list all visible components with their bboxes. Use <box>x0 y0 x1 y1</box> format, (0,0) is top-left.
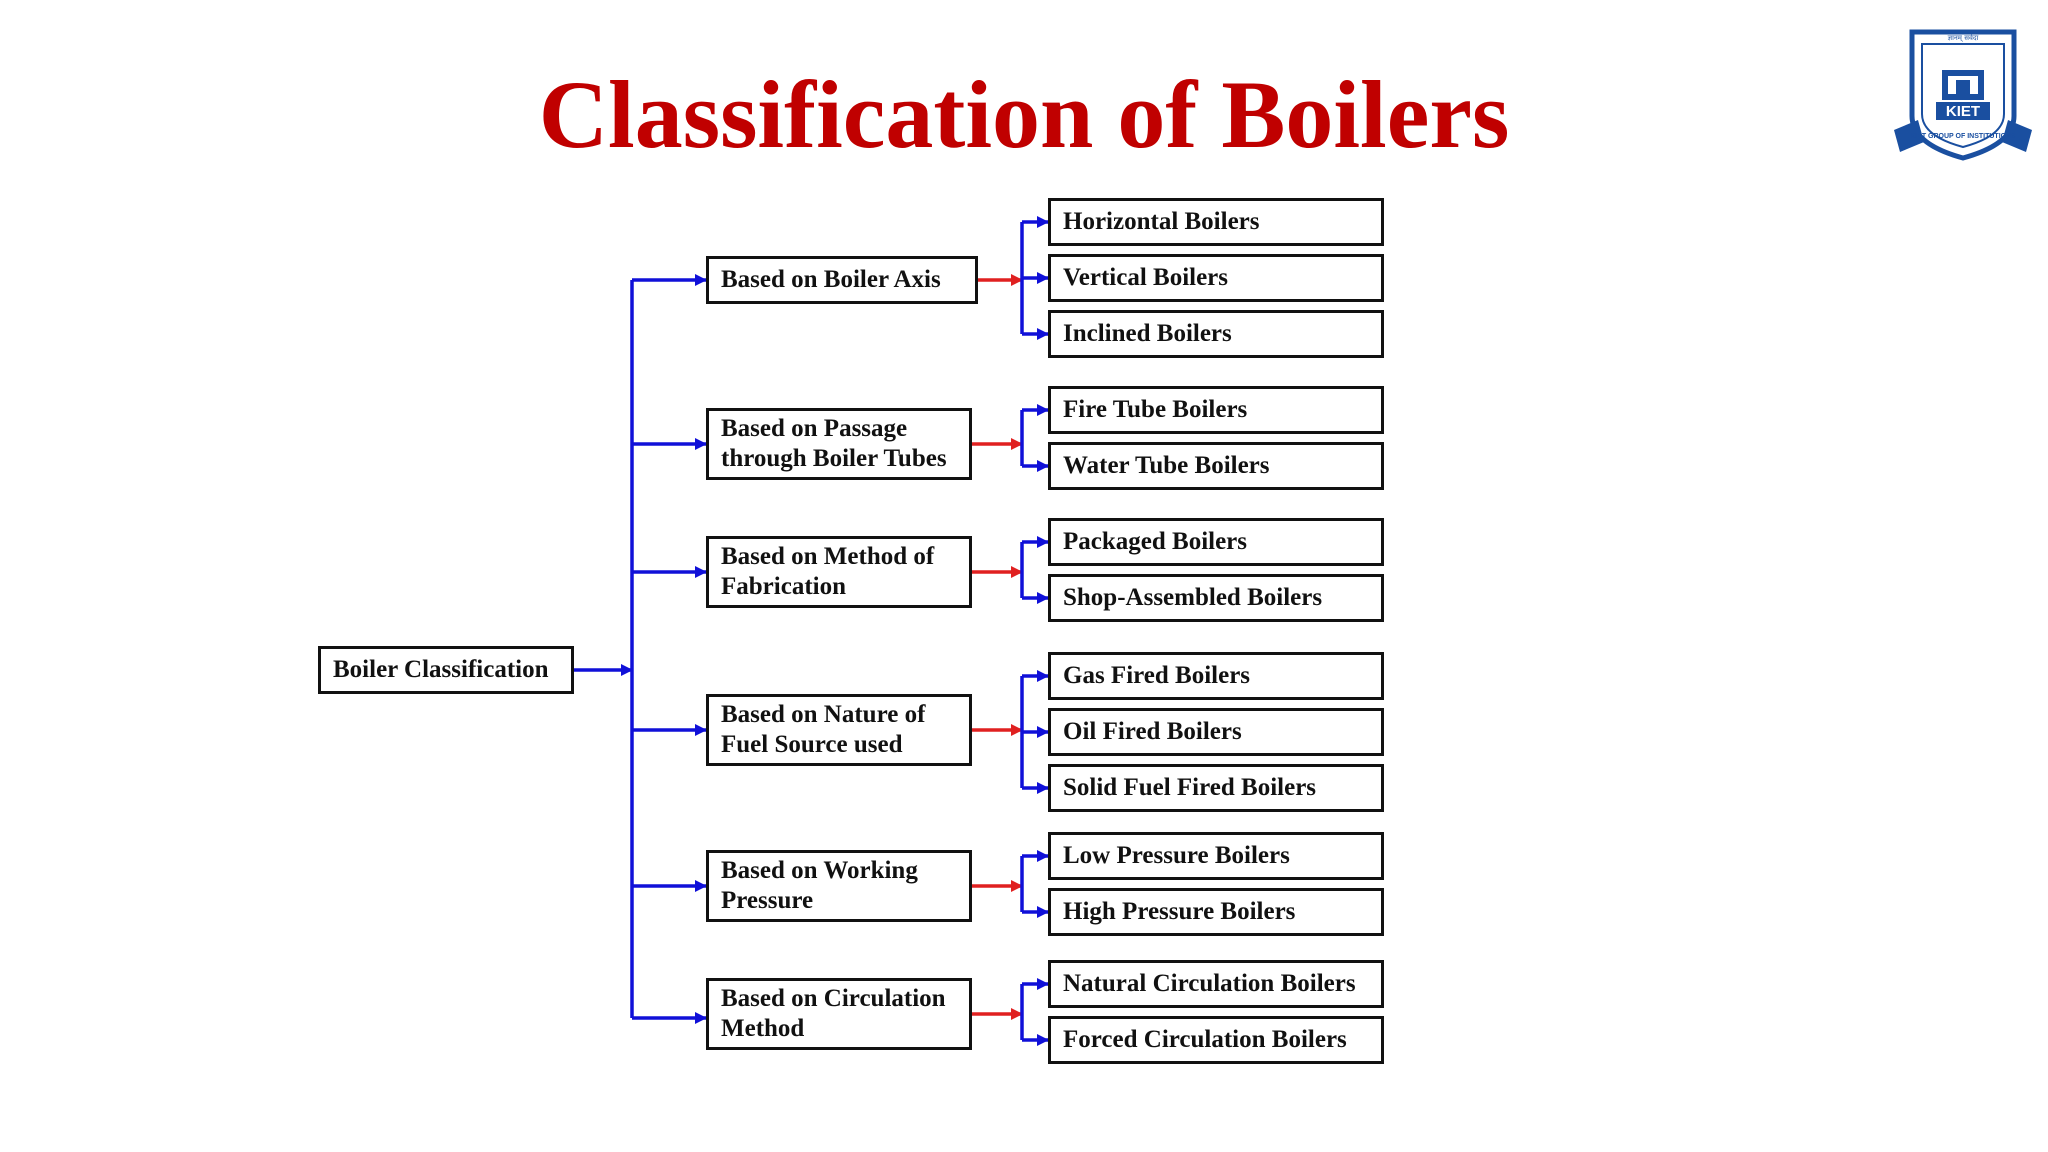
leaf-forced-circulation-boilers: Forced Circulation Boilers <box>1048 1016 1384 1064</box>
leaf-label: Packaged Boilers <box>1063 528 1248 555</box>
category-label: Based on Nature of Fuel Source used <box>721 701 926 758</box>
leaf-high-pressure-boilers: High Pressure Boilers <box>1048 888 1384 936</box>
category-passage: Based on Passage through Boiler Tubes <box>706 408 972 480</box>
category-fuel-source: Based on Nature of Fuel Source used <box>706 694 972 766</box>
leaf-low-pressure-boilers: Low Pressure Boilers <box>1048 832 1384 880</box>
leaf-gas-fired-boilers: Gas Fired Boilers <box>1048 652 1384 700</box>
leaf-label: Gas Fired Boilers <box>1063 662 1251 689</box>
category-circulation: Based on Circulation Method <box>706 978 972 1050</box>
leaf-label: Shop-Assembled Boilers <box>1063 584 1323 611</box>
leaf-label: Solid Fuel Fired Boilers <box>1063 774 1317 801</box>
category-label: Based on Method of Fabrication <box>721 543 935 600</box>
logo-text: KIET <box>1946 103 1980 120</box>
page-title: Classification of Boilers <box>538 61 1510 168</box>
leaf-fire-tube-boilers: Fire Tube Boilers <box>1048 386 1384 434</box>
leaf-label: Natural Circulation Boilers <box>1063 970 1356 997</box>
category-working-pressure: Based on Working Pressure <box>706 850 972 922</box>
leaf-label: High Pressure Boilers <box>1063 898 1296 925</box>
category-label: Based on Working Pressure <box>721 857 918 914</box>
kiet-crest-icon: KIET KIET GROUP OF INSTITUTIONS ज्ञानम् … <box>1890 26 2036 166</box>
leaf-label: Fire Tube Boilers <box>1063 396 1248 423</box>
leaf-shop-assembled-boilers: Shop-Assembled Boilers <box>1048 574 1384 622</box>
leaf-label: Water Tube Boilers <box>1063 452 1270 479</box>
leaf-label: Oil Fired Boilers <box>1063 718 1242 745</box>
logo-ring-text: KIET GROUP OF INSTITUTIONS <box>1910 133 2016 140</box>
leaf-solid-fuel-fired-boilers: Solid Fuel Fired Boilers <box>1048 764 1384 812</box>
leaf-water-tube-boilers: Water Tube Boilers <box>1048 442 1384 490</box>
root-node-label: Boiler Classification <box>333 656 549 683</box>
logo-motto: ज्ञानम् सर्वदा <box>1948 33 1979 42</box>
leaf-label: Inclined Boilers <box>1063 320 1232 347</box>
leaf-packaged-boilers: Packaged Boilers <box>1048 518 1384 566</box>
category-boiler-axis: Based on Boiler Axis <box>706 256 978 304</box>
leaf-label: Forced Circulation Boilers <box>1063 1026 1347 1053</box>
leaf-natural-circulation-boilers: Natural Circulation Boilers <box>1048 960 1384 1008</box>
category-fabrication: Based on Method of Fabrication <box>706 536 972 608</box>
category-label: Based on Boiler Axis <box>721 266 941 293</box>
leaf-horizontal-boilers: Horizontal Boilers <box>1048 198 1384 246</box>
leaf-label: Low Pressure Boilers <box>1063 842 1290 869</box>
leaf-label: Vertical Boilers <box>1063 264 1229 291</box>
leaf-oil-fired-boilers: Oil Fired Boilers <box>1048 708 1384 756</box>
leaf-inclined-boilers: Inclined Boilers <box>1048 310 1384 358</box>
leaf-label: Horizontal Boilers <box>1063 208 1260 235</box>
root-node: Boiler Classification <box>318 646 574 694</box>
category-label: Based on Passage through Boiler Tubes <box>721 415 947 472</box>
leaf-vertical-boilers: Vertical Boilers <box>1048 254 1384 302</box>
category-label: Based on Circulation Method <box>721 985 946 1042</box>
